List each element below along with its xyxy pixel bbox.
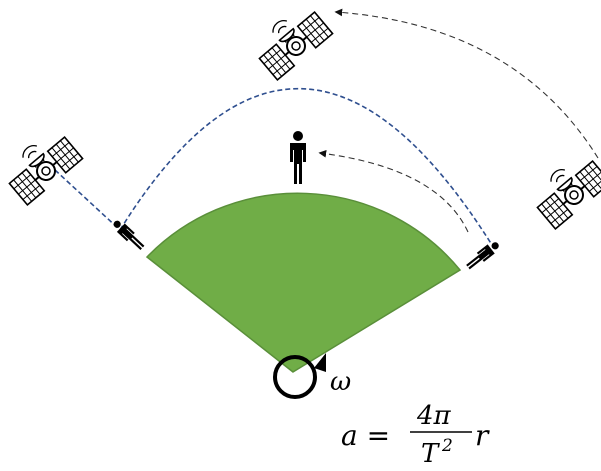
orbit-tail-left [54, 169, 121, 231]
equation-denominator: T [421, 439, 440, 469]
satellite-icon-left [0, 124, 84, 206]
rotation-circle-icon [273, 353, 326, 399]
orbit-path [119, 87, 493, 246]
satellite-icon-top [248, 0, 334, 81]
satellite-motion-arrow [334, 8, 599, 159]
equation-rhs: r [475, 419, 490, 452]
person-icon-top [290, 131, 306, 184]
person-icon-left [110, 217, 147, 253]
equation-lhs: a = [341, 419, 390, 452]
person-icon-right [464, 239, 502, 272]
omega-label: ω [330, 367, 351, 397]
equation-numerator: 4π [416, 401, 452, 431]
acceleration-equation: a = 4π T 2 r [341, 401, 490, 469]
earth-sector [145, 192, 462, 373]
satellite-icon-right [526, 148, 601, 230]
equation-exponent: 2 [441, 436, 453, 456]
person-motion-arrow [318, 149, 469, 233]
